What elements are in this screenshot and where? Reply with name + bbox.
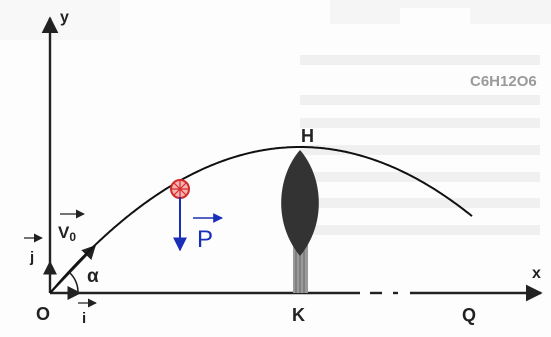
unit-vector-i-label: i [82,310,86,327]
x-axis-label: x [532,265,541,282]
weight-vector-label: P [197,226,213,253]
angle-arc [69,272,79,294]
projectile-ball [170,179,190,199]
tree-obstacle [281,150,319,293]
initial-velocity-label: V0 [58,223,76,244]
background-text-area [300,55,540,235]
background-formula: C6H12O6 [470,73,537,90]
trajectory-curve [49,146,473,294]
landing-point-label: Q [462,305,476,325]
summit-projection-label: K [292,305,305,325]
angle-label: α [87,266,99,287]
y-axis-label: y [60,9,69,26]
summit-label: H [301,126,314,146]
origin-label: O [36,304,50,324]
unit-vector-j-label: j [29,249,34,266]
